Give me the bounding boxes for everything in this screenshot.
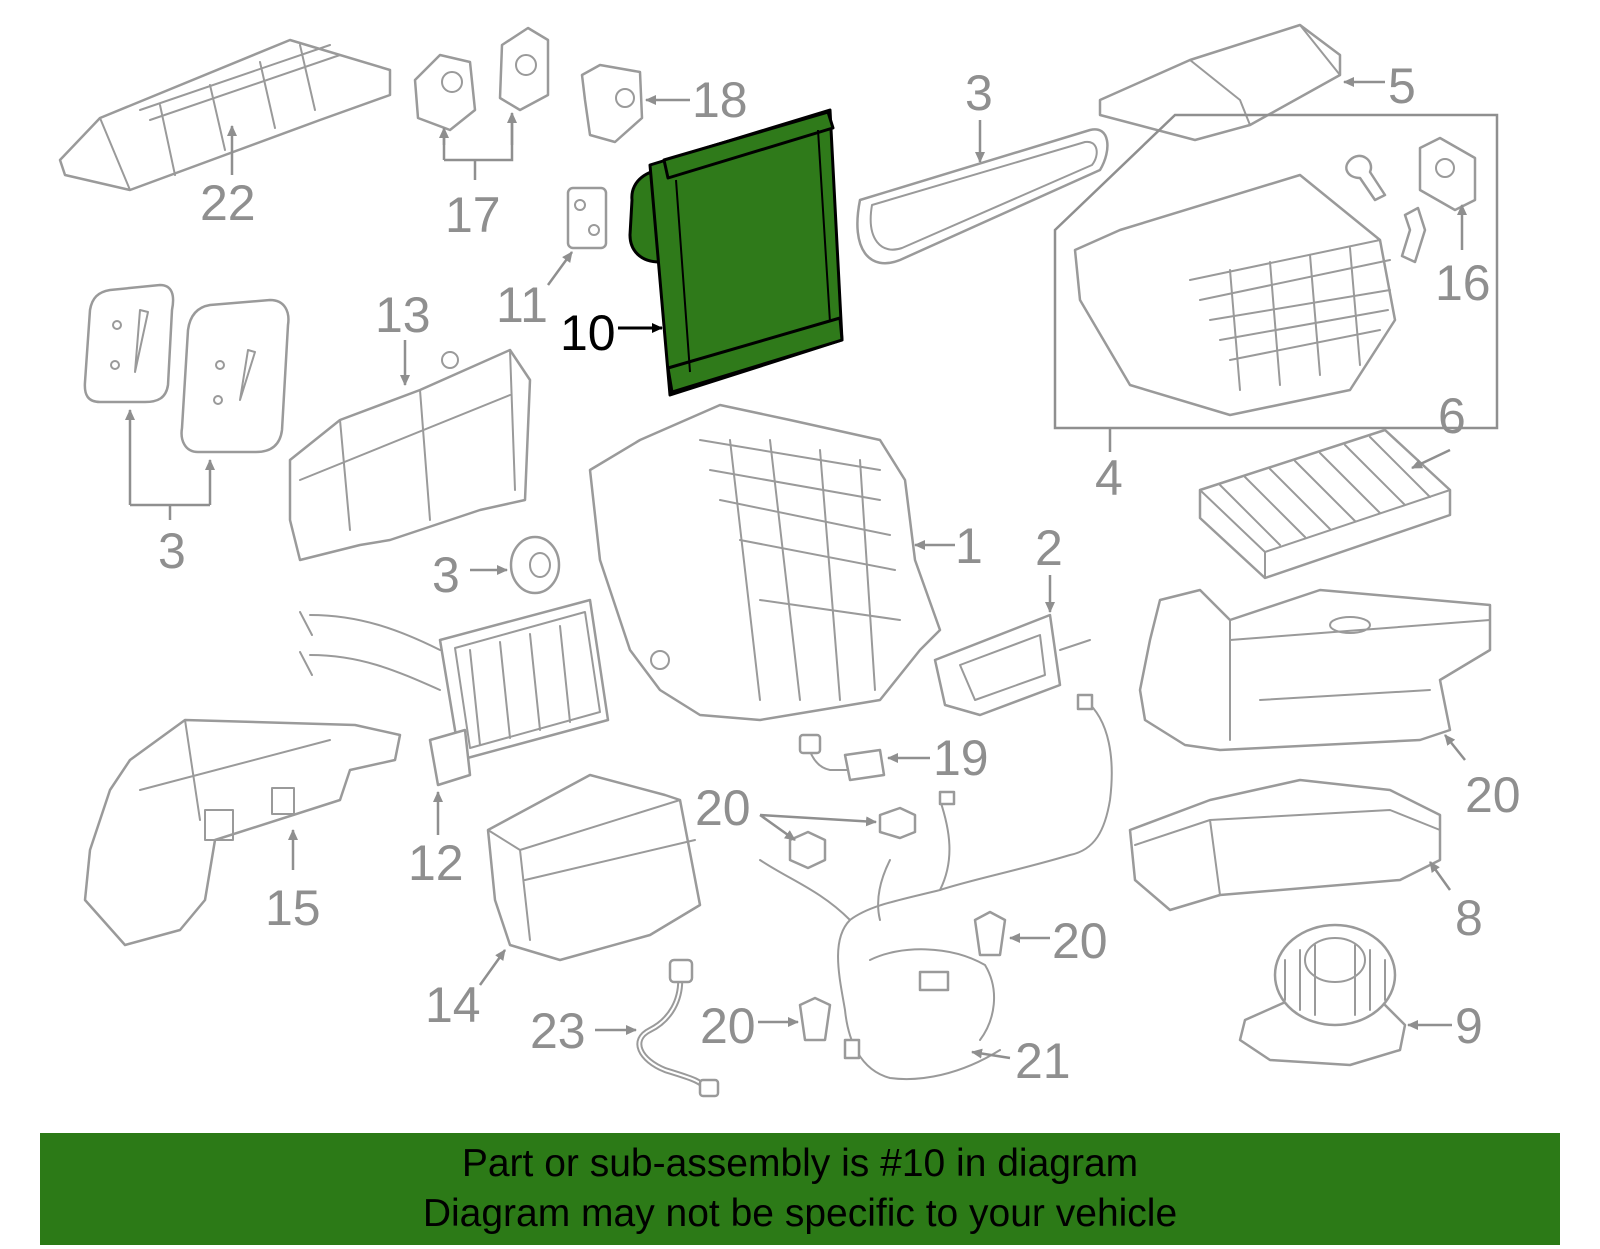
part-22-duct	[58, 38, 392, 192]
callout-14: 14	[425, 949, 507, 1033]
svg-text:20: 20	[695, 780, 751, 836]
part-10-evaporator	[628, 108, 844, 397]
callout-21: 21	[971, 1033, 1071, 1089]
callout-12: 12	[408, 791, 464, 891]
part-19-sensor	[798, 733, 886, 782]
svg-text:1: 1	[955, 518, 983, 574]
banner-line-disclaimer: Diagram may not be specific to your vehi…	[422, 1192, 1178, 1235]
part-15-floor-duct	[83, 718, 402, 947]
callout-8: 8	[1428, 861, 1483, 946]
svg-text:17: 17	[445, 187, 501, 243]
part-18-actuator	[580, 63, 644, 144]
part-3-seals-left	[83, 283, 290, 454]
svg-text:11: 11	[496, 277, 548, 333]
svg-text:3: 3	[432, 547, 460, 603]
banner-line-part: Part or sub-assembly is #10 in diagram	[461, 1142, 1139, 1185]
callout-23: 23	[530, 1003, 637, 1059]
part-5-cover	[1098, 23, 1342, 142]
svg-text:16: 16	[1435, 255, 1491, 311]
part-3-grommet	[509, 535, 561, 595]
svg-text:5: 5	[1388, 58, 1416, 114]
svg-text:22: 22	[200, 175, 256, 231]
svg-text:14: 14	[425, 977, 481, 1033]
callout-20-c: 20	[700, 998, 799, 1054]
info-banner: Part or sub-assembly is #10 in diagram D…	[40, 1133, 1560, 1245]
svg-text:4: 4	[1095, 450, 1123, 506]
svg-text:20: 20	[1052, 913, 1108, 969]
part-2-bracket	[933, 613, 1091, 717]
callout-6: 6	[1411, 388, 1466, 470]
part-8-lower-housing	[1128, 778, 1442, 912]
part-9-blower-motor	[1238, 923, 1407, 1067]
part-11-valve	[566, 186, 608, 250]
callout-10: 10	[560, 305, 663, 361]
callout-3-left: 3	[125, 409, 215, 579]
svg-text:12: 12	[408, 835, 464, 891]
callout-5: 5	[1343, 58, 1416, 114]
callout-1: 1	[914, 518, 983, 574]
part-7-blower-housing	[1138, 588, 1492, 752]
callout-2: 2	[1035, 520, 1063, 613]
svg-text:3: 3	[158, 523, 186, 579]
svg-text:18: 18	[692, 72, 748, 128]
svg-text:23: 23	[530, 1003, 586, 1059]
part-1-hvac-case	[588, 403, 942, 722]
svg-text:10: 10	[560, 305, 616, 361]
svg-text:20: 20	[700, 998, 756, 1054]
svg-text:3: 3	[965, 65, 993, 121]
callout-20-a: 20	[695, 780, 877, 842]
part-21-harness	[759, 693, 1113, 1081]
part-16-bracket	[1418, 136, 1477, 212]
svg-text:13: 13	[375, 287, 431, 343]
part-20-sensors	[788, 806, 1007, 1042]
svg-text:6: 6	[1438, 388, 1466, 444]
callout-13: 13	[375, 287, 431, 386]
callout-16: 16	[1435, 204, 1491, 311]
part-12-heater-core	[299, 598, 610, 787]
callout-3-top: 3	[965, 65, 993, 163]
part-3-gasket-top	[856, 128, 1109, 265]
svg-text:19: 19	[933, 730, 989, 786]
svg-text:2: 2	[1035, 520, 1063, 576]
part-13-case	[288, 348, 532, 562]
callout-9: 9	[1407, 998, 1483, 1054]
part-6-filter	[1198, 428, 1452, 580]
callout-4: 4	[1095, 428, 1123, 506]
callout-22: 22	[200, 125, 256, 231]
callout-19: 19	[887, 730, 989, 786]
callout-11: 11	[496, 251, 574, 333]
callout-20-b: 20	[1009, 913, 1108, 969]
part-23-drain-hose	[636, 958, 720, 1098]
svg-text:8: 8	[1455, 890, 1483, 946]
callout-3-grommet: 3	[432, 547, 508, 603]
svg-text:20: 20	[1465, 767, 1521, 823]
callout-7: 20	[1444, 734, 1521, 823]
part-17-actuators	[413, 26, 550, 132]
svg-text:9: 9	[1455, 998, 1483, 1054]
part-14-distribution	[486, 773, 702, 962]
part-4-subassembly	[1053, 113, 1499, 430]
svg-text:15: 15	[265, 880, 321, 936]
callout-15: 15	[265, 829, 321, 936]
callout-17: 17	[439, 112, 517, 243]
callout-18: 18	[645, 72, 748, 128]
svg-text:21: 21	[1015, 1033, 1071, 1089]
